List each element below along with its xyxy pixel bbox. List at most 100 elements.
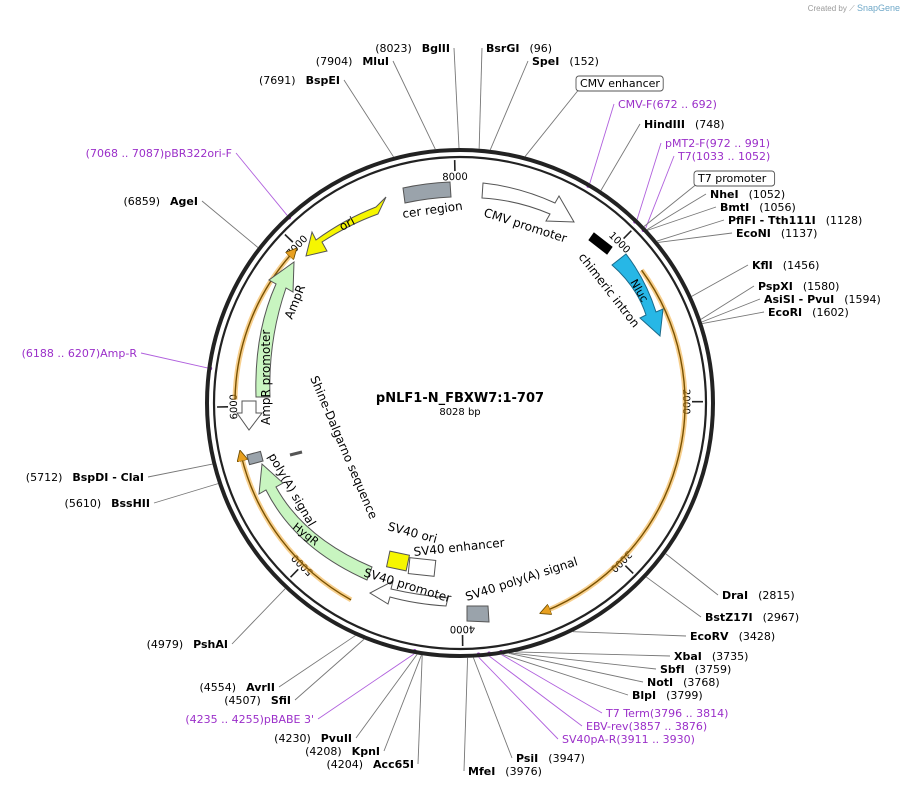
enzyme-label[interactable]: (4507)SfiI bbox=[224, 694, 291, 707]
sv40-ori-feature[interactable] bbox=[385, 550, 411, 572]
enzyme-label[interactable]: EcoRI(1602) bbox=[768, 306, 849, 319]
orf-main-arc bbox=[545, 269, 686, 611]
enzyme-leader bbox=[453, 47, 460, 149]
boxed-feature-leader bbox=[524, 87, 581, 157]
ori-label: ori bbox=[337, 214, 357, 234]
tick-mark bbox=[289, 568, 299, 578]
hygr-feature[interactable] bbox=[258, 462, 373, 581]
enzyme-leader bbox=[383, 654, 422, 752]
cmv-promoter-feature[interactable] bbox=[481, 182, 575, 223]
enzyme-leader bbox=[656, 219, 725, 242]
enzyme-leader bbox=[691, 264, 749, 297]
primer-label[interactable]: T7 Term(3796 .. 3814) bbox=[605, 707, 728, 720]
cer-region-feature[interactable] bbox=[402, 181, 452, 204]
primer-label[interactable]: EBV-rev(3857 .. 3876) bbox=[586, 720, 707, 733]
enzyme-label[interactable]: BlpI(3799) bbox=[632, 689, 703, 702]
enzyme-label[interactable]: (7691)BspEI bbox=[259, 74, 340, 87]
ampr-promoter-label: AmpR promoter bbox=[259, 330, 273, 425]
boxed-feature-frame bbox=[693, 170, 776, 187]
enzyme-label[interactable]: NheI(1052) bbox=[710, 188, 785, 201]
enzyme-leader bbox=[478, 47, 483, 149]
enzyme-label[interactable]: KflI(1456) bbox=[752, 259, 819, 272]
enzyme-label[interactable]: MfeI(3976) bbox=[468, 765, 542, 778]
enzyme-label[interactable]: (4230)PvuII bbox=[274, 732, 352, 745]
tick-mark bbox=[624, 565, 634, 574]
enzyme-label[interactable]: (4208)KpnI bbox=[305, 745, 380, 758]
shine-dalgarno-feature[interactable] bbox=[289, 450, 303, 457]
enzyme-leader bbox=[392, 60, 436, 150]
enzyme-label[interactable]: BmtI(1056) bbox=[720, 201, 796, 214]
tick-mark bbox=[284, 233, 294, 243]
boxed-feature-frame bbox=[575, 75, 664, 92]
ori-feature[interactable] bbox=[305, 196, 387, 257]
enzyme-leader bbox=[600, 123, 641, 191]
enzyme-label[interactable]: (5712)BspDI - ClaI bbox=[26, 471, 144, 484]
enzyme-label[interactable]: PspXI(1580) bbox=[758, 280, 839, 293]
primer-label[interactable]: (6188 .. 6207)Amp-R bbox=[22, 347, 138, 360]
enzyme-label[interactable]: (4979)PshAI bbox=[147, 638, 228, 651]
plasmid-name: pNLF1-N_FBXW7:1-707 bbox=[376, 391, 544, 406]
primer-leader bbox=[235, 152, 288, 216]
enzyme-leader bbox=[665, 553, 719, 596]
enzyme-leader bbox=[343, 79, 394, 158]
enzyme-label[interactable]: BsrGI(96) bbox=[486, 42, 552, 55]
enzyme-leader bbox=[646, 576, 702, 618]
primer-label[interactable]: (7068 .. 7087)pBR322ori-F bbox=[86, 147, 232, 160]
sv40-promoter-feature[interactable] bbox=[368, 580, 449, 607]
enzyme-leader bbox=[647, 206, 717, 231]
enzyme-label[interactable]: PflFI - Tth111I(1128) bbox=[728, 214, 862, 227]
enzyme-label[interactable]: PsiI(3947) bbox=[516, 752, 585, 765]
primer-label[interactable]: (4235 .. 4255)pBABE 3' bbox=[185, 713, 314, 726]
sv40-enhancer-feature[interactable] bbox=[407, 557, 437, 577]
tick-label: 8000 bbox=[442, 172, 468, 184]
enzyme-label[interactable]: AsiSI - PvuI(1594) bbox=[764, 293, 881, 306]
primer-leader bbox=[140, 352, 208, 369]
orf-ampr-arc bbox=[234, 252, 293, 400]
primer-leader bbox=[636, 142, 662, 220]
enzyme-label[interactable]: (7904)MluI bbox=[316, 55, 389, 68]
boxed-feature-label[interactable]: T7 promoter bbox=[697, 172, 767, 185]
primer-label[interactable]: pMT2-F(972 .. 991) bbox=[665, 137, 770, 150]
orf-hygr-arc bbox=[241, 456, 352, 601]
enzyme-leader bbox=[153, 483, 219, 504]
boxed-feature-label[interactable]: CMV enhancer bbox=[580, 77, 660, 90]
enzyme-label[interactable]: SbfI(3759) bbox=[660, 663, 731, 676]
leader-lines bbox=[140, 47, 765, 772]
primer-label[interactable]: CMV-F(672 .. 692) bbox=[618, 98, 717, 111]
enzyme-label[interactable]: BstZ17I(2967) bbox=[705, 611, 799, 624]
enzyme-label[interactable]: (4554)AvrII bbox=[200, 681, 275, 694]
primer-label[interactable]: SV40pA-R(3911 .. 3930) bbox=[562, 733, 695, 746]
polya-signal-feature[interactable] bbox=[246, 450, 264, 466]
snapgene-credit: Created by ⟋ SnapGene bbox=[808, 3, 900, 14]
enzyme-leader bbox=[472, 657, 513, 759]
shine-dalgarno-label: Shine-Dalgarno sequence bbox=[307, 374, 380, 521]
snapgene-logo-icon: ⟋ bbox=[849, 4, 855, 13]
ampr-feature[interactable] bbox=[255, 260, 295, 398]
enzyme-label[interactable]: (8023)BglII bbox=[375, 42, 450, 55]
enzyme-label[interactable]: XbaI(3735) bbox=[674, 650, 748, 663]
backbone-inner-circle bbox=[212, 155, 708, 651]
enzyme-label[interactable]: SpeI(152) bbox=[532, 55, 599, 68]
enzyme-label[interactable]: HindIII(748) bbox=[644, 118, 725, 131]
sv40-polya-feature[interactable] bbox=[466, 605, 490, 623]
enzyme-label[interactable]: EcoRV(3428) bbox=[690, 630, 775, 643]
enzyme-leader bbox=[355, 654, 418, 739]
enzyme-label[interactable]: DraI(2815) bbox=[722, 589, 795, 602]
sv40-ori-label: SV40 ori bbox=[386, 519, 438, 546]
enzyme-label[interactable]: (4204)Acc65I bbox=[326, 758, 414, 771]
enzyme-label[interactable]: (6859)AgeI bbox=[123, 195, 198, 208]
enzyme-leader bbox=[502, 653, 629, 696]
primer-label[interactable]: T7(1033 .. 1052) bbox=[677, 150, 770, 163]
chimeric-intron-feature[interactable] bbox=[588, 232, 613, 255]
enzyme-label[interactable]: (5610)BssHII bbox=[65, 497, 150, 510]
nluc-feature[interactable] bbox=[611, 253, 664, 338]
boxed-feature-leader bbox=[643, 182, 699, 227]
enzyme-leader bbox=[294, 638, 365, 701]
enzyme-leader bbox=[201, 200, 259, 248]
plasmid-size: 8028 bp bbox=[439, 407, 480, 418]
ampr-promoter-feature[interactable] bbox=[236, 400, 264, 431]
enzyme-leader bbox=[510, 652, 657, 670]
enzyme-label[interactable]: EcoNI(1137) bbox=[736, 227, 817, 240]
enzyme-label[interactable]: NotI(3768) bbox=[647, 676, 720, 689]
